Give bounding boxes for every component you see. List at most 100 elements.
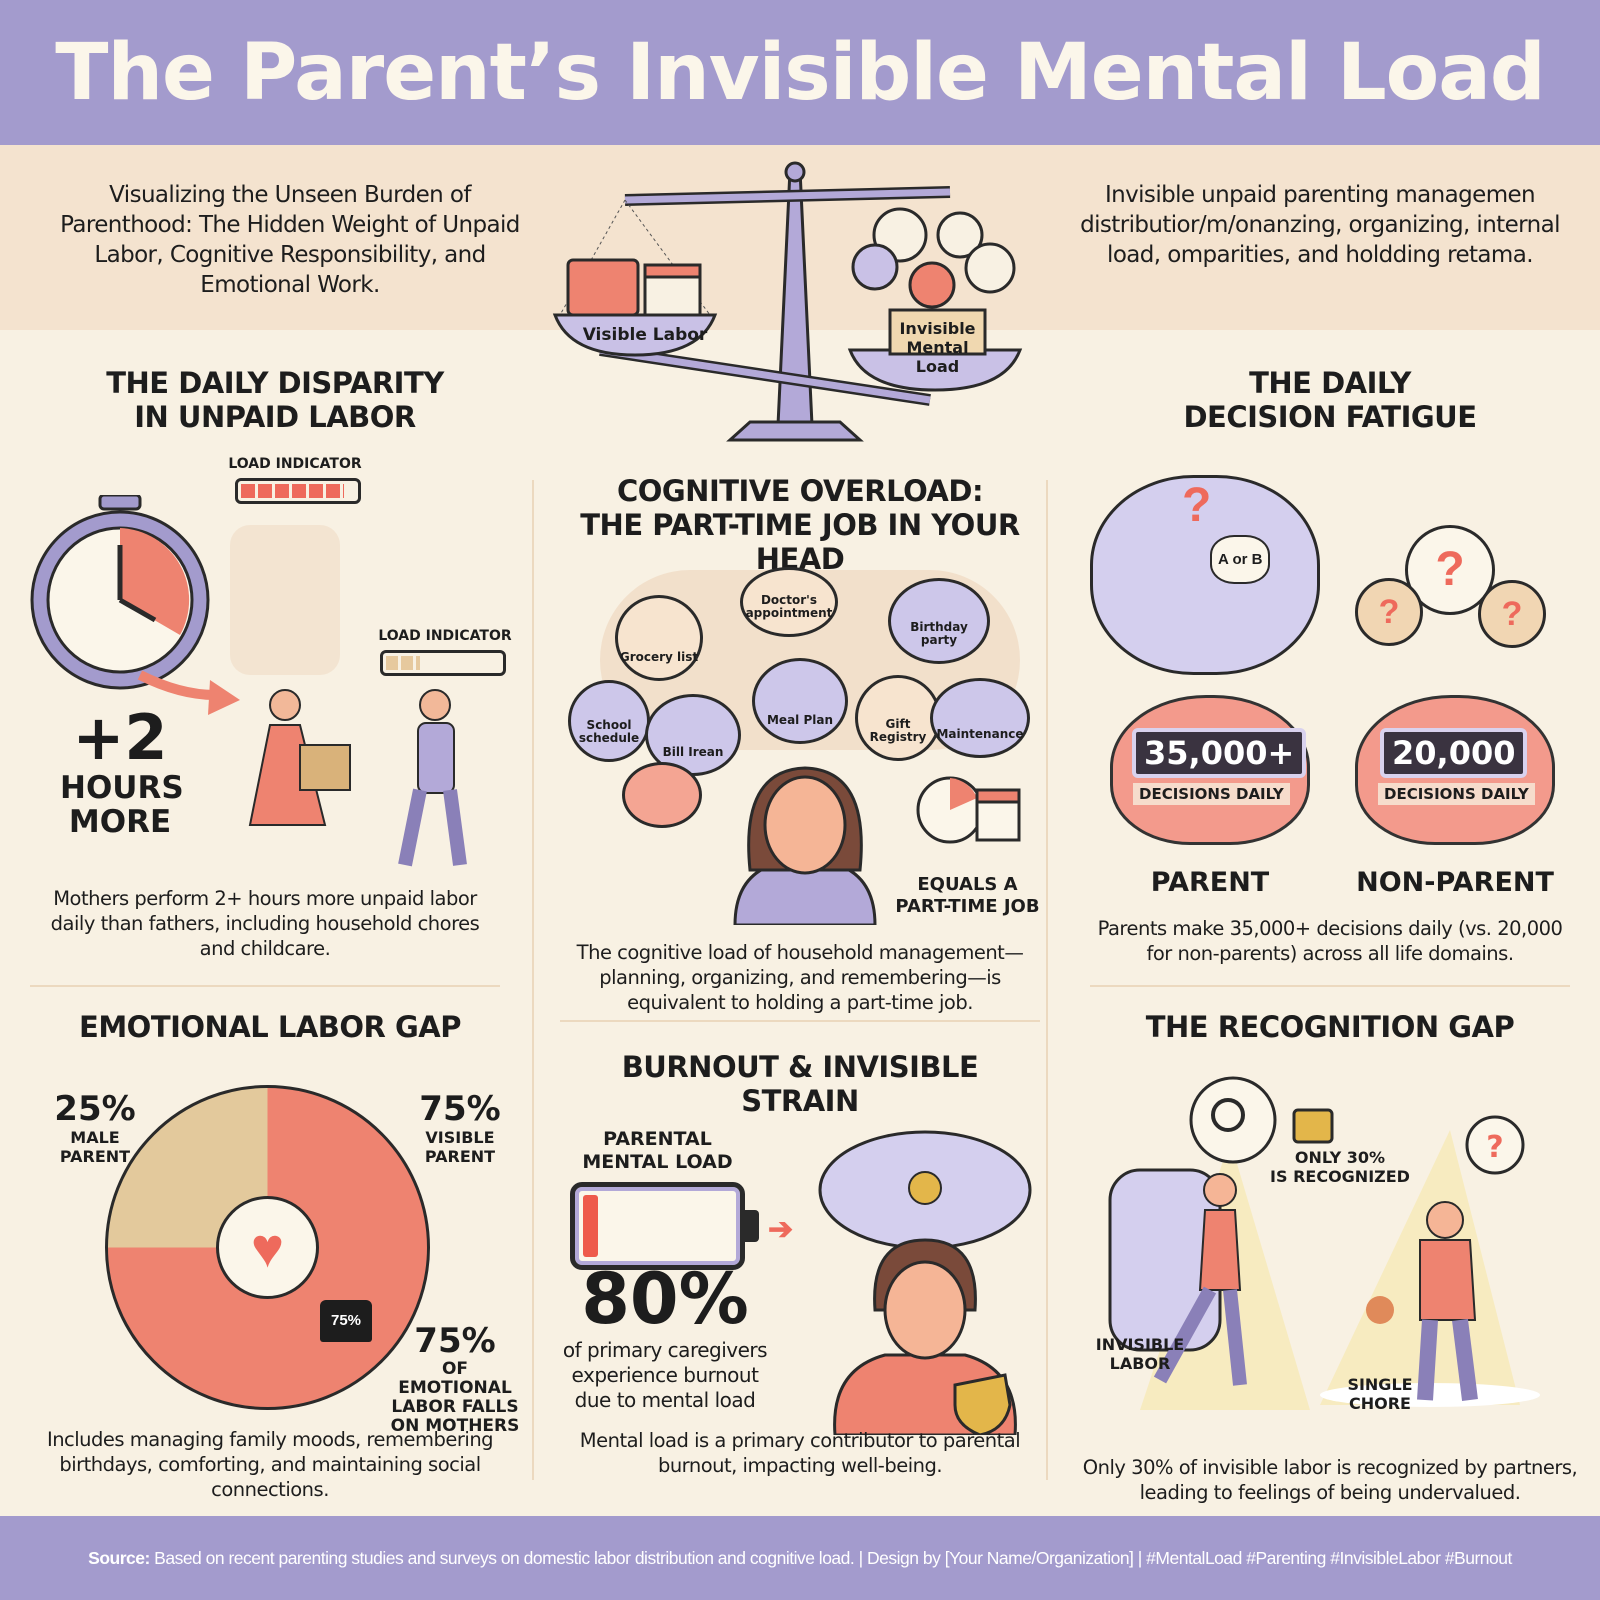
battery-fill bbox=[583, 1195, 598, 1257]
heart-icon: ♥ bbox=[216, 1196, 319, 1299]
stressed-parent-illustration bbox=[818, 1130, 1032, 1435]
nonparent-unit: DECISIONS DAILY bbox=[1378, 783, 1535, 805]
title-line: THE DAILY DISPARITY bbox=[106, 366, 444, 400]
load-fill bbox=[241, 484, 344, 498]
decision-description: Parents make 35,000+ decisions daily (vs… bbox=[1097, 917, 1563, 965]
question-icon: ? bbox=[1182, 479, 1212, 532]
load-fill bbox=[386, 656, 421, 670]
parent-decisions-value: 35,000+ bbox=[1132, 728, 1307, 778]
label-line: PARENTAL bbox=[603, 1128, 712, 1150]
arrow-right-icon: ➔ bbox=[768, 1213, 794, 1246]
question-icon: ? bbox=[1355, 578, 1423, 646]
load-indicator-label: LOAD INDICATOR bbox=[378, 628, 512, 644]
question-icon: ? bbox=[1478, 580, 1546, 648]
intro-left: Visualizing the Unseen Burden of Parenth… bbox=[60, 182, 520, 298]
divider bbox=[1090, 985, 1570, 987]
label-line: OF EMOTIONAL bbox=[398, 1359, 512, 1398]
mother-load-bar bbox=[235, 478, 361, 504]
divider bbox=[560, 1020, 1040, 1022]
header-banner: The Parent’s Invisible Mental Load bbox=[0, 0, 1600, 145]
label-line: ONLY 30% bbox=[1294, 1148, 1386, 1167]
pct: 75% bbox=[419, 1089, 501, 1129]
a-or-b-bubble: A or B bbox=[1210, 535, 1271, 584]
battery-terminal bbox=[745, 1210, 759, 1242]
divider bbox=[30, 985, 500, 987]
label-line: MALE bbox=[70, 1128, 120, 1147]
footer-text: Based on recent parenting studies and su… bbox=[149, 1547, 1512, 1568]
load-indicator-label: LOAD INDICATOR bbox=[228, 456, 362, 472]
nonparent-label: NON-PARENT bbox=[1356, 867, 1554, 898]
bubble-meal-plan: Meal Plan bbox=[752, 658, 848, 744]
stat-unit: HOURS bbox=[60, 770, 184, 806]
recognition-illustration: ? bbox=[1108, 1076, 1540, 1410]
label-line: PARENT bbox=[424, 1147, 496, 1166]
label-line: LABOR bbox=[1109, 1354, 1171, 1373]
divider bbox=[1046, 480, 1048, 1480]
bubble-doctor: Doctor's appointment bbox=[740, 567, 838, 637]
burnout-title: BURNOUT & INVISIBLE STRAIN bbox=[621, 1050, 979, 1118]
title-line: THE PART-TIME JOB IN YOUR HEAD bbox=[580, 508, 1020, 576]
recognition-description: Only 30% of invisible labor is recognize… bbox=[1082, 1456, 1578, 1504]
intro-right: Invisible unpaid parenting managemen dis… bbox=[1080, 182, 1560, 268]
divider bbox=[532, 480, 534, 1480]
only-30-label: ONLY 30%IS RECOGNIZED bbox=[1260, 1148, 1420, 1186]
label-line: CHORE bbox=[1349, 1394, 1411, 1413]
burnout-stat-description: of primary caregivers experience burnout… bbox=[562, 1338, 768, 1412]
balance-scale-illustration bbox=[552, 161, 1023, 442]
burnout-stat: 80% bbox=[581, 1258, 749, 1340]
cognitive-description: The cognitive load of household manageme… bbox=[576, 941, 1024, 1014]
label-line: SINGLE bbox=[1347, 1375, 1413, 1394]
battery-icon bbox=[570, 1182, 745, 1270]
father-load-bar bbox=[380, 650, 506, 676]
bubble-note bbox=[622, 762, 702, 828]
emotional-title: EMOTIONAL LABOR GAP bbox=[79, 1010, 461, 1044]
footer: Source: Based on recent parenting studie… bbox=[0, 1516, 1600, 1600]
label-line: EQUALS A bbox=[917, 874, 1018, 895]
parent-label: PARENT bbox=[1150, 867, 1270, 898]
page-title: The Parent’s Invisible Mental Load bbox=[55, 27, 1545, 118]
pct: 25% bbox=[54, 1089, 136, 1129]
source-label: Source: bbox=[88, 1547, 150, 1568]
woman-clock-illustration bbox=[733, 766, 1021, 925]
label-line: PARENT bbox=[59, 1147, 131, 1166]
stat-unit: MORE bbox=[68, 804, 172, 840]
bubble-school: School schedule bbox=[568, 680, 650, 762]
label-line: PART-TIME JOB bbox=[895, 896, 1040, 917]
disparity-description: Mothers perform 2+ hours more unpaid lab… bbox=[50, 887, 480, 960]
bubble-gift: Gift Registry bbox=[855, 675, 941, 761]
weight-icon: 75% bbox=[320, 1300, 372, 1342]
label-line: MENTAL LOAD bbox=[582, 1151, 733, 1173]
title-line: DECISION FATIGUE bbox=[1183, 400, 1477, 434]
visible-labor-label: Visible Labor bbox=[582, 325, 708, 345]
bubble-maintenance: Maintenance bbox=[930, 678, 1030, 758]
nonparent-decisions-value: 20,000 bbox=[1380, 728, 1528, 778]
bubble-birthday: Birthday party bbox=[888, 578, 990, 664]
svg-text:?: ? bbox=[1486, 1130, 1503, 1165]
label-line: IS RECOGNIZED bbox=[1270, 1167, 1410, 1186]
stat-value: +2 bbox=[72, 701, 168, 774]
emotional-donut-chart: ♥ bbox=[105, 1085, 430, 1410]
burnout-description: Mental load is a primary contributor to … bbox=[579, 1429, 1021, 1477]
title-line: IN UNPAID LABOR bbox=[134, 400, 416, 434]
parent-thought-cloud bbox=[1090, 475, 1320, 675]
cognitive-title: COGNITIVE OVERLOAD:THE PART-TIME JOB IN … bbox=[540, 474, 1060, 576]
invisible-load-label: Invisible Mental Load bbox=[899, 319, 976, 376]
stopwatch-parents-illustration bbox=[30, 495, 467, 867]
recognition-title: THE RECOGNITION GAP bbox=[1145, 1010, 1515, 1044]
label-line: VISIBLE bbox=[425, 1128, 495, 1147]
title-line: THE DAILY bbox=[1249, 366, 1411, 400]
pct: 75% bbox=[414, 1321, 496, 1361]
label-line: ON MOTHERS bbox=[390, 1416, 520, 1436]
hours-stat: +2 HOURS MORE bbox=[60, 701, 184, 840]
question-icon: ? bbox=[1405, 525, 1495, 615]
emotional-description: Includes managing family moods, remember… bbox=[46, 1428, 494, 1501]
title-line: COGNITIVE OVERLOAD: bbox=[616, 474, 984, 508]
